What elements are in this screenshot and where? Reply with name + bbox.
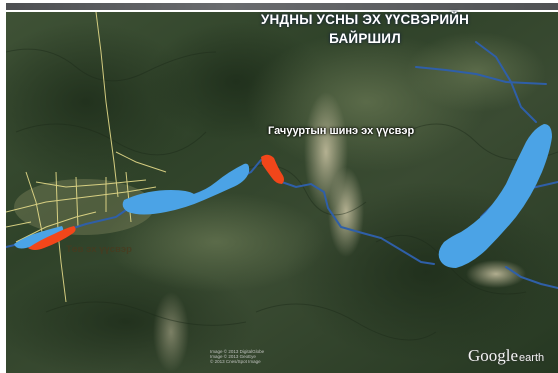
map-title: УНДНЫ УСНЫ ЭХ ҮҮСВЭРИЙН БАЙРШИЛ (190, 10, 540, 48)
imagery-credit-line: Image © 2013 GeoEye (210, 354, 256, 359)
ridge-bright-area (153, 292, 189, 372)
floodplain-bright-area (466, 260, 526, 288)
new-source-label: Гачууртын шинэ эх үүсвэр (268, 125, 415, 137)
old-source-label: Төв эх үүсвэр (66, 244, 132, 255)
google-earth-logo: Googleearth (468, 346, 544, 366)
reservoir-3[interactable] (14, 226, 64, 249)
imagery-credit-line: © 2013 Cnes/Spot Image (210, 359, 261, 364)
terrain-light (106, 192, 326, 292)
map-title-line-1: УНДНЫ УСНЫ ЭХ ҮҮСВЭРИЙН (260, 12, 470, 27)
terrain-ridges (6, 48, 558, 341)
map-title-line-2: БАЙРШИЛ (329, 31, 401, 46)
terrain-light (406, 32, 546, 112)
imagery-credit-line: Image © 2013 DigitalGlobe (210, 349, 265, 354)
reservoir-2[interactable] (438, 124, 552, 268)
source-zones (28, 154, 284, 250)
old-source-zone[interactable] (28, 226, 76, 250)
reservoir-1[interactable] (122, 163, 250, 215)
new-source-zone[interactable] (261, 154, 284, 184)
brand-earth: earth (519, 352, 545, 364)
reservoirs (14, 124, 552, 268)
satellite-map[interactable] (6, 12, 558, 373)
terrain-shade (6, 22, 196, 182)
imagery-credits: Image © 2013 DigitalGlobe Image © 2013 G… (210, 349, 264, 364)
valley-bright-area (328, 167, 364, 257)
top-strip (6, 0, 558, 12)
brand-google: Google (468, 346, 519, 365)
map-canvas (6, 12, 558, 373)
